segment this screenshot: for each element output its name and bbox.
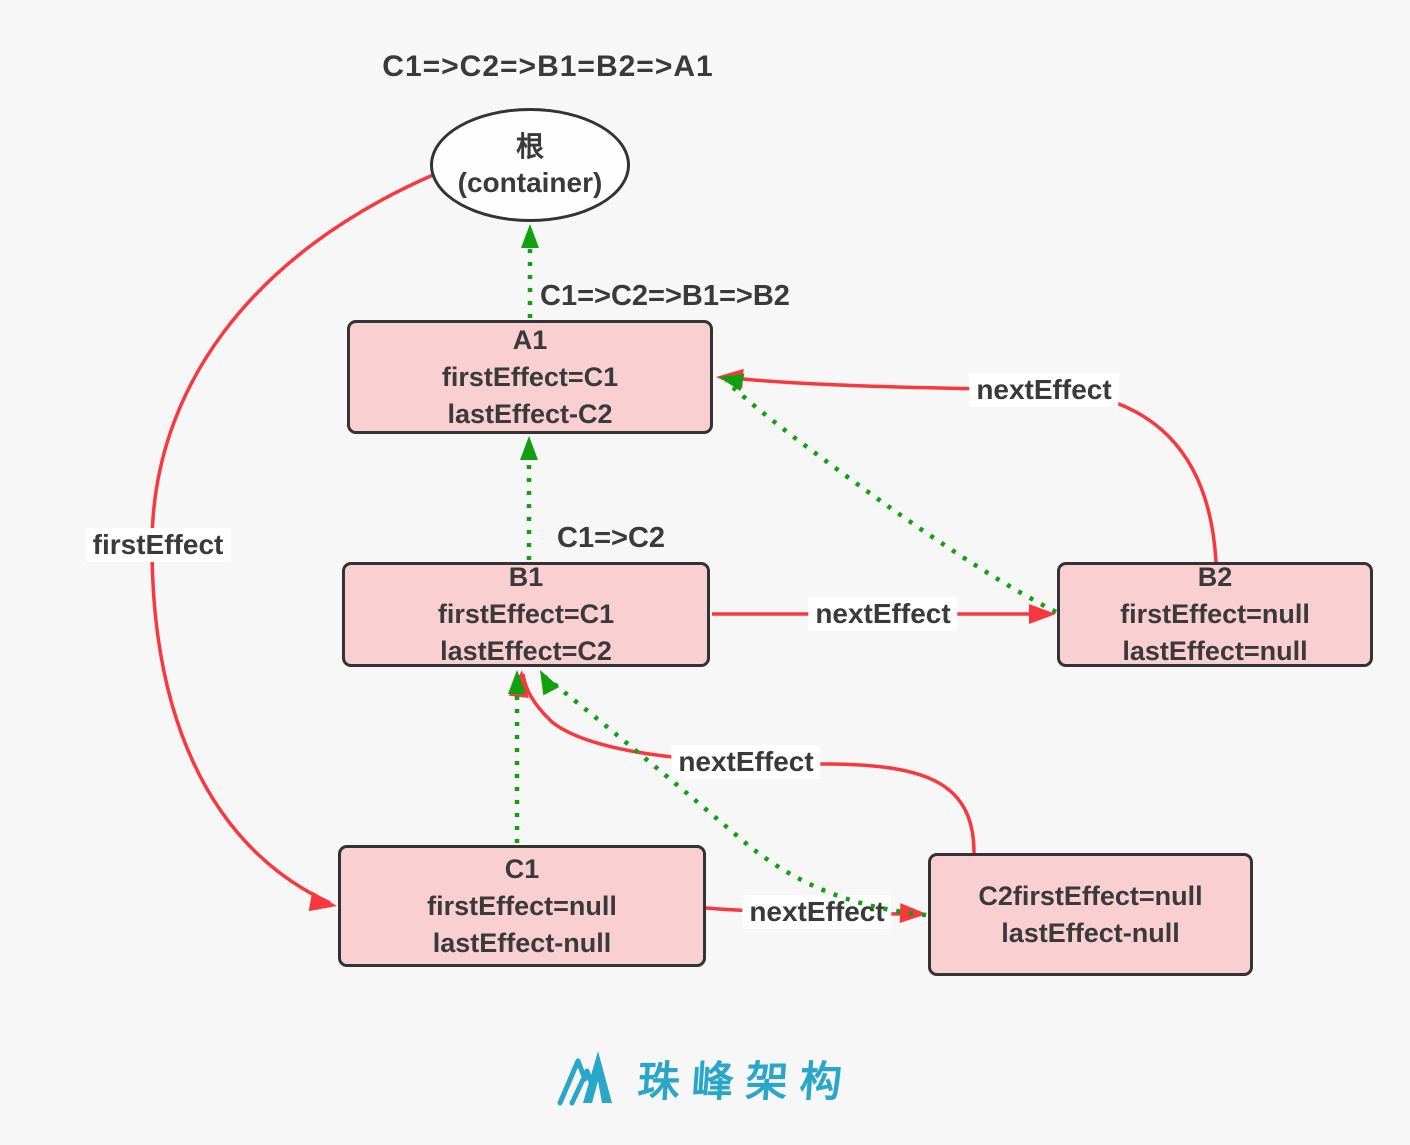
node-b2: B2 firstEffect=null lastEffect=null xyxy=(1057,562,1373,667)
arrowhead-red-into-c2 xyxy=(899,903,927,924)
arrowhead-red-into-b1-bottom xyxy=(508,670,529,699)
arrowhead-red-into-c1 xyxy=(308,891,337,912)
node-root-line1: 根 xyxy=(515,131,544,162)
mountain-icon xyxy=(557,1051,612,1106)
arrowhead-red-into-a1 xyxy=(716,368,744,389)
node-b1-line3: lastEffect=C2 xyxy=(440,636,612,666)
watermark-logo: 珠峰架构 xyxy=(0,1038,1410,1118)
node-root-line2: (container) xyxy=(457,167,603,198)
node-c1-line2: firstEffect=null xyxy=(427,890,617,921)
edge-label-next-effect-c2-b1: nextEffect xyxy=(671,745,821,779)
node-root-container: 根 (container) xyxy=(430,108,630,222)
arrowhead-green-into-b1-from-c2 xyxy=(540,670,560,696)
edge-label-first-effect: firstEffect xyxy=(85,528,231,562)
arrowhead-green-into-a1-right xyxy=(719,373,745,392)
node-b1-line1: B1 xyxy=(508,562,544,592)
effect-list-title: C1=>C2=>B1=B2=>A1 xyxy=(382,50,714,83)
arrowhead-green-into-root xyxy=(521,224,539,248)
node-a1-line1: A1 xyxy=(512,324,548,355)
node-c2: C2firstEffect=null lastEffect-null xyxy=(928,853,1253,976)
node-b2-line3: lastEffect=null xyxy=(1122,636,1308,666)
node-b1-line2: firstEffect=C1 xyxy=(437,599,615,629)
edge-label-next-effect-b2-a1: nextEffect xyxy=(969,373,1119,407)
node-c1-line3: lastEffect-null xyxy=(432,927,612,958)
caption-a1-effect-list: C1=>C2=>B1=>B2 xyxy=(540,280,790,312)
edge-label-next-effect-b1-b2: nextEffect xyxy=(808,597,958,631)
edge-b2-to-a1-dotted xyxy=(724,379,1058,614)
node-a1-line3: lastEffect-C2 xyxy=(447,398,613,429)
node-c1: C1 firstEffect=null lastEffect-null xyxy=(338,845,706,967)
node-b2-line2: firstEffect=null xyxy=(1120,599,1310,629)
logo-text: 珠峰架构 xyxy=(636,1057,856,1105)
node-b2-line1: B2 xyxy=(1197,562,1233,592)
node-c2-line2: lastEffect-null xyxy=(1001,917,1180,948)
node-c1-line1: C1 xyxy=(504,853,540,884)
edge-label-next-effect-c1-c2: nextEffect xyxy=(742,895,892,929)
node-a1-line2: firstEffect=C1 xyxy=(441,361,619,392)
node-c2-line1: C2firstEffect=null xyxy=(978,880,1203,911)
caption-b1-effect-list: C1=>C2 xyxy=(557,522,666,554)
node-b1: B1 firstEffect=C1 lastEffect=C2 xyxy=(342,562,710,667)
arrowhead-green-into-a1-bottom xyxy=(520,436,538,460)
arrowhead-green-into-b1-from-c1 xyxy=(508,670,526,694)
arrowhead-red-into-b2 xyxy=(1029,604,1056,624)
node-a1: A1 firstEffect=C1 lastEffect-C2 xyxy=(347,320,713,434)
